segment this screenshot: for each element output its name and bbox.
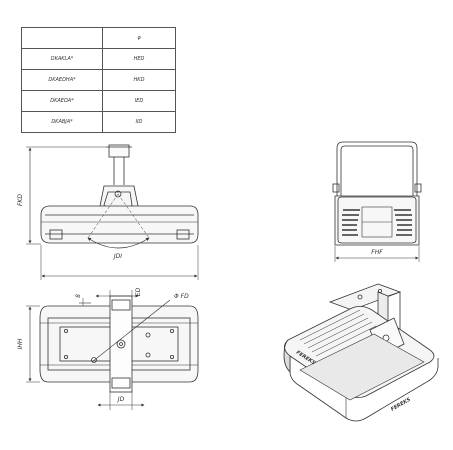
front-angle-label: JDI <box>113 253 122 260</box>
table-row: DKAEDA* IED <box>21 90 176 112</box>
top-small-label: 8 <box>75 294 82 298</box>
top-view <box>26 290 199 410</box>
brand-logo-right: FEREKS <box>390 397 412 413</box>
table-cell: HKD <box>102 69 176 91</box>
top-width-label: ED <box>135 287 142 296</box>
spec-table: φ DKAKLA* HED DKAEDHA* HKD DKAEDA* IED D… <box>21 27 176 133</box>
side-view <box>332 141 422 262</box>
table-row: DKAKLA* HED <box>21 48 176 70</box>
table-row: DKABJA* IID <box>21 111 176 133</box>
side-width-label: FHF <box>371 249 383 256</box>
isometric-view <box>283 283 439 422</box>
top-diameter-label: Φ FD <box>174 293 189 300</box>
table-cell: IID <box>102 111 176 133</box>
top-height-label: IHH <box>17 338 24 349</box>
table-row: φ <box>21 27 176 49</box>
front-height-label: FKD <box>17 194 24 206</box>
front-view <box>26 144 199 280</box>
top-bottom-label: JD <box>117 396 125 403</box>
